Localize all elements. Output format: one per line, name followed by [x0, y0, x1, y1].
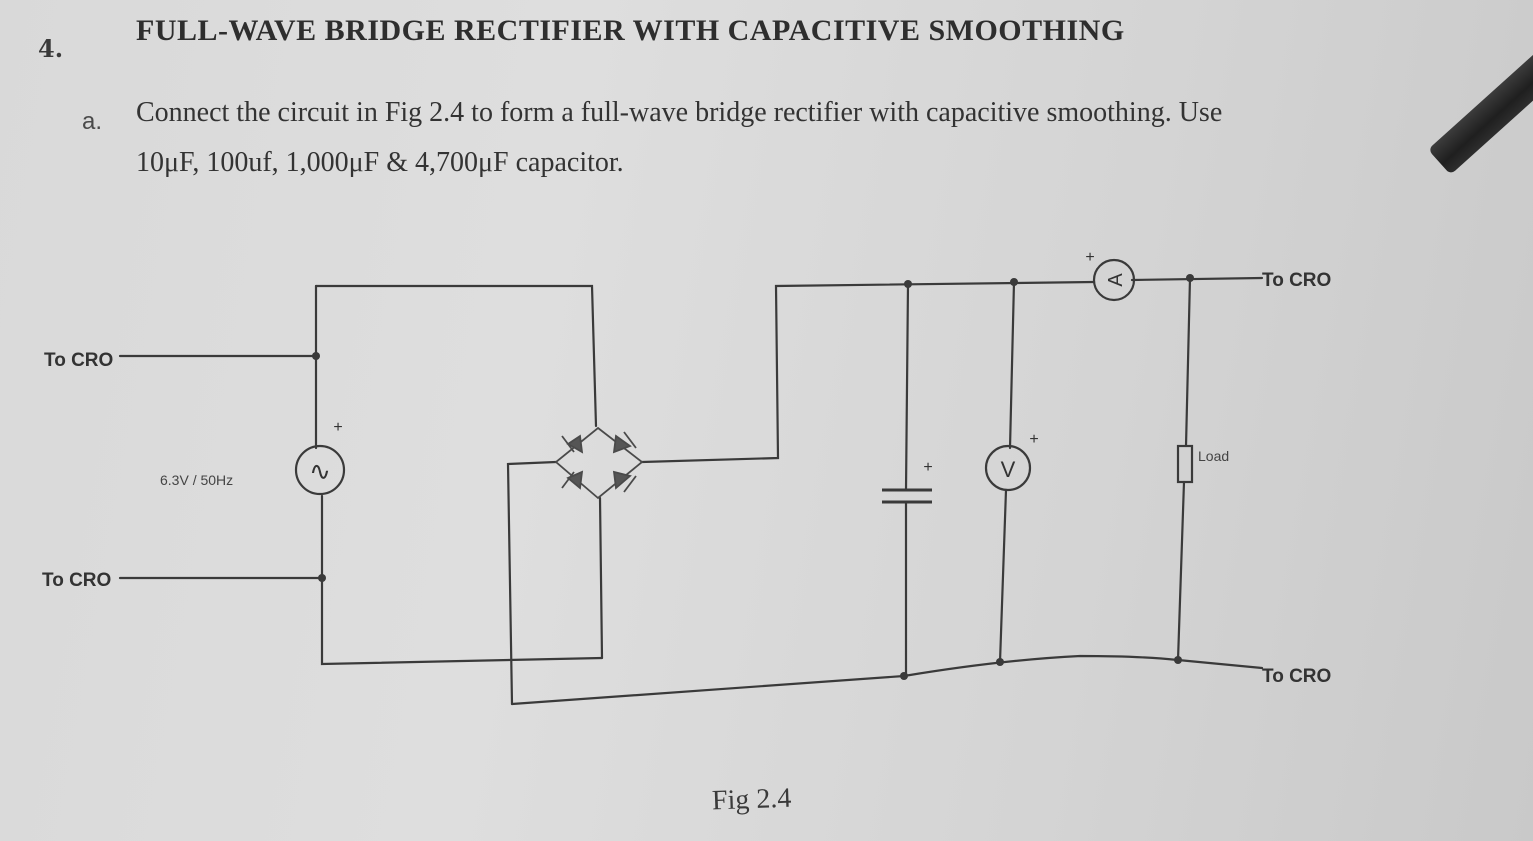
cro-label-left-top: To CRO — [44, 350, 114, 371]
diode-icon — [612, 470, 632, 490]
junction-dot — [318, 574, 326, 582]
junction-dot — [312, 352, 320, 360]
wire-bridge-left — [506, 460, 558, 706]
junction-dot — [996, 658, 1004, 666]
source-wave-glyph: ∿ — [309, 457, 331, 487]
part-a-instruction: Connect the circuit in Fig 2.4 to form a… — [136, 88, 1466, 188]
load-resistor-symbol — [1176, 444, 1194, 484]
cro-label-right-top: To CRO — [1262, 270, 1332, 291]
wire-volt-bottom — [998, 488, 1008, 664]
cro-label-right-bottom: To CRO — [1262, 666, 1332, 687]
junction-dot — [904, 280, 912, 288]
bridge-rectifier-symbol — [554, 426, 644, 500]
part-a-label: a. — [82, 108, 103, 135]
capacitor-symbol — [882, 488, 932, 504]
wire-volt-top — [1008, 280, 1016, 450]
voltmeter-plus-sign: + — [1029, 431, 1038, 448]
voltmeter-glyph: V — [1001, 457, 1016, 482]
ammeter-symbol: A + — [1085, 249, 1136, 302]
instruction-line-1: Connect the circuit in Fig 2.4 to form a… — [136, 97, 1223, 128]
capacitor-plus-sign: + — [923, 459, 932, 476]
diode-icon — [566, 470, 584, 490]
source-rating-label: 6.3V / 50Hz — [160, 472, 234, 488]
wire-amm-right — [1130, 276, 1264, 282]
wire-load-bottom — [1176, 480, 1186, 662]
question-title: FULL-WAVE BRIDGE RECTIFIER WITH CAPACITI… — [136, 14, 1125, 47]
junction-dot — [900, 672, 908, 680]
wire-bottom-rail — [510, 654, 1264, 706]
diode-icon — [566, 434, 584, 454]
cro-label-left-bottom: To CRO — [42, 570, 112, 591]
wire-bridge-right — [640, 280, 1096, 464]
wire-cap-top — [904, 282, 910, 492]
junction-dot — [1010, 278, 1018, 286]
ac-source-symbol: ∿ + — [294, 419, 346, 496]
diode-icon — [612, 434, 632, 454]
ammeter-plus-sign: + — [1085, 249, 1094, 266]
voltmeter-symbol: V + — [984, 431, 1039, 492]
question-number: 4. — [38, 34, 64, 63]
source-plus-sign: + — [333, 419, 342, 436]
junction-dot — [1174, 656, 1182, 664]
wire-load-top — [1184, 276, 1192, 448]
wire-bottom-bridge — [598, 496, 604, 660]
ammeter-glyph: A — [1105, 273, 1127, 287]
load-label: Load — [1198, 448, 1230, 464]
wire-source-bottom — [320, 494, 604, 666]
instruction-line-2: 10μF, 100uf, 1,000μF & 4,700μF capacitor… — [136, 147, 624, 178]
wire-top-bridge — [314, 284, 598, 428]
figure-caption: Fig 2.4 — [711, 782, 792, 817]
junction-dot — [1186, 274, 1194, 282]
